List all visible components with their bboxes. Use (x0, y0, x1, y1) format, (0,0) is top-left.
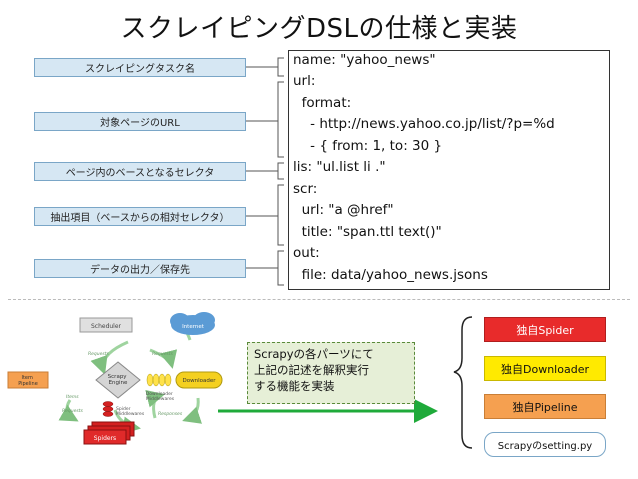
code-line: format: (293, 95, 352, 111)
label-target-url: 対象ページのURL (34, 112, 246, 131)
bracket-url (277, 81, 284, 158)
requests-label-bottom: Requests (62, 408, 83, 414)
spider-middlewares-label: Spider Middlewares (116, 406, 145, 417)
bracket-name (277, 57, 284, 77)
dsl-code-box: name: "yahoo_news" url: format: - http:/… (288, 50, 610, 290)
code-line: url: (293, 73, 316, 89)
spiders-stack-icon (83, 421, 135, 445)
item-pipeline-line2: Pipeline (18, 381, 38, 387)
scrapy-setting-box: Scrapyのsetting.py (484, 432, 606, 457)
requests-label-right: Requests (152, 351, 173, 357)
internet-cloud-icon (170, 312, 215, 335)
scheduler-label: Scheduler (91, 323, 122, 330)
items-label: Items (66, 394, 79, 400)
flow-arrow (182, 397, 203, 424)
flow-arrow (58, 399, 79, 422)
code-line: lis: "ul.list li ." (293, 159, 386, 175)
custom-downloader-box: 独自Downloader (484, 356, 606, 381)
internet-label: Internet (182, 324, 205, 330)
implementation-note: Scrapyの各パーツにて 上記の記述を解釈実行 する機能を実装 (247, 342, 415, 404)
flow-arrow (90, 340, 129, 375)
spiders-label: Spiders (94, 435, 116, 442)
item-pipeline-box (7, 371, 49, 389)
item-pipeline-line1: Item (22, 375, 34, 381)
scrapy-engine-label: Scrapy Engine (108, 374, 129, 386)
label-extract-items: 抽出項目（ベースからの相対セレクタ） (34, 207, 246, 226)
flow-arrow (145, 389, 165, 419)
downloader-box (175, 371, 223, 389)
flow-arrow (149, 348, 178, 369)
page-title: スクレイピングDSLの仕様と実装 (120, 14, 518, 44)
code-line: out: (293, 245, 320, 261)
downloader-label: Downloader (183, 378, 217, 384)
label-output: データの出力／保存先 (34, 259, 246, 278)
bracket-out (277, 250, 284, 286)
scrapy-architecture-diagram: Scheduler Internet Item Pipeline Scrapy … (7, 312, 473, 449)
item-pipeline-label: Item Pipeline (18, 375, 38, 387)
section-divider (8, 299, 630, 300)
label-task-name: スクレイピングタスク名 (34, 58, 246, 77)
code-line: file: data/yahoo_news.jsons (293, 267, 488, 283)
requests-label-top: Requests (88, 351, 109, 357)
code-line: scr: (293, 181, 318, 197)
curly-brace (453, 316, 473, 449)
scheduler-box (79, 317, 133, 333)
code-line: url: "a @href" (293, 202, 394, 218)
code-line: title: "span.ttl text()" (293, 224, 442, 240)
code-line: name: "yahoo_news" (293, 52, 436, 68)
responses-label: Responses (158, 411, 183, 417)
spider-middlewares-icon (102, 401, 114, 417)
scrapy-engine-diamond (95, 361, 141, 399)
bracket-scr (277, 184, 284, 246)
downloader-middlewares-label: Downloader Middlewares (146, 391, 175, 402)
code-line: - http://news.yahoo.co.jp/list/?p=%d (293, 116, 555, 132)
downloader-middlewares-icon (146, 373, 172, 387)
label-base-selector: ページ内のベースとなるセレクタ (34, 162, 246, 181)
bracket-lis (277, 162, 284, 180)
custom-spider-box: 独自Spider (484, 317, 606, 342)
code-line: - { from: 1, to: 30 } (293, 138, 443, 154)
custom-pipeline-box: 独自Pipeline (484, 394, 606, 419)
